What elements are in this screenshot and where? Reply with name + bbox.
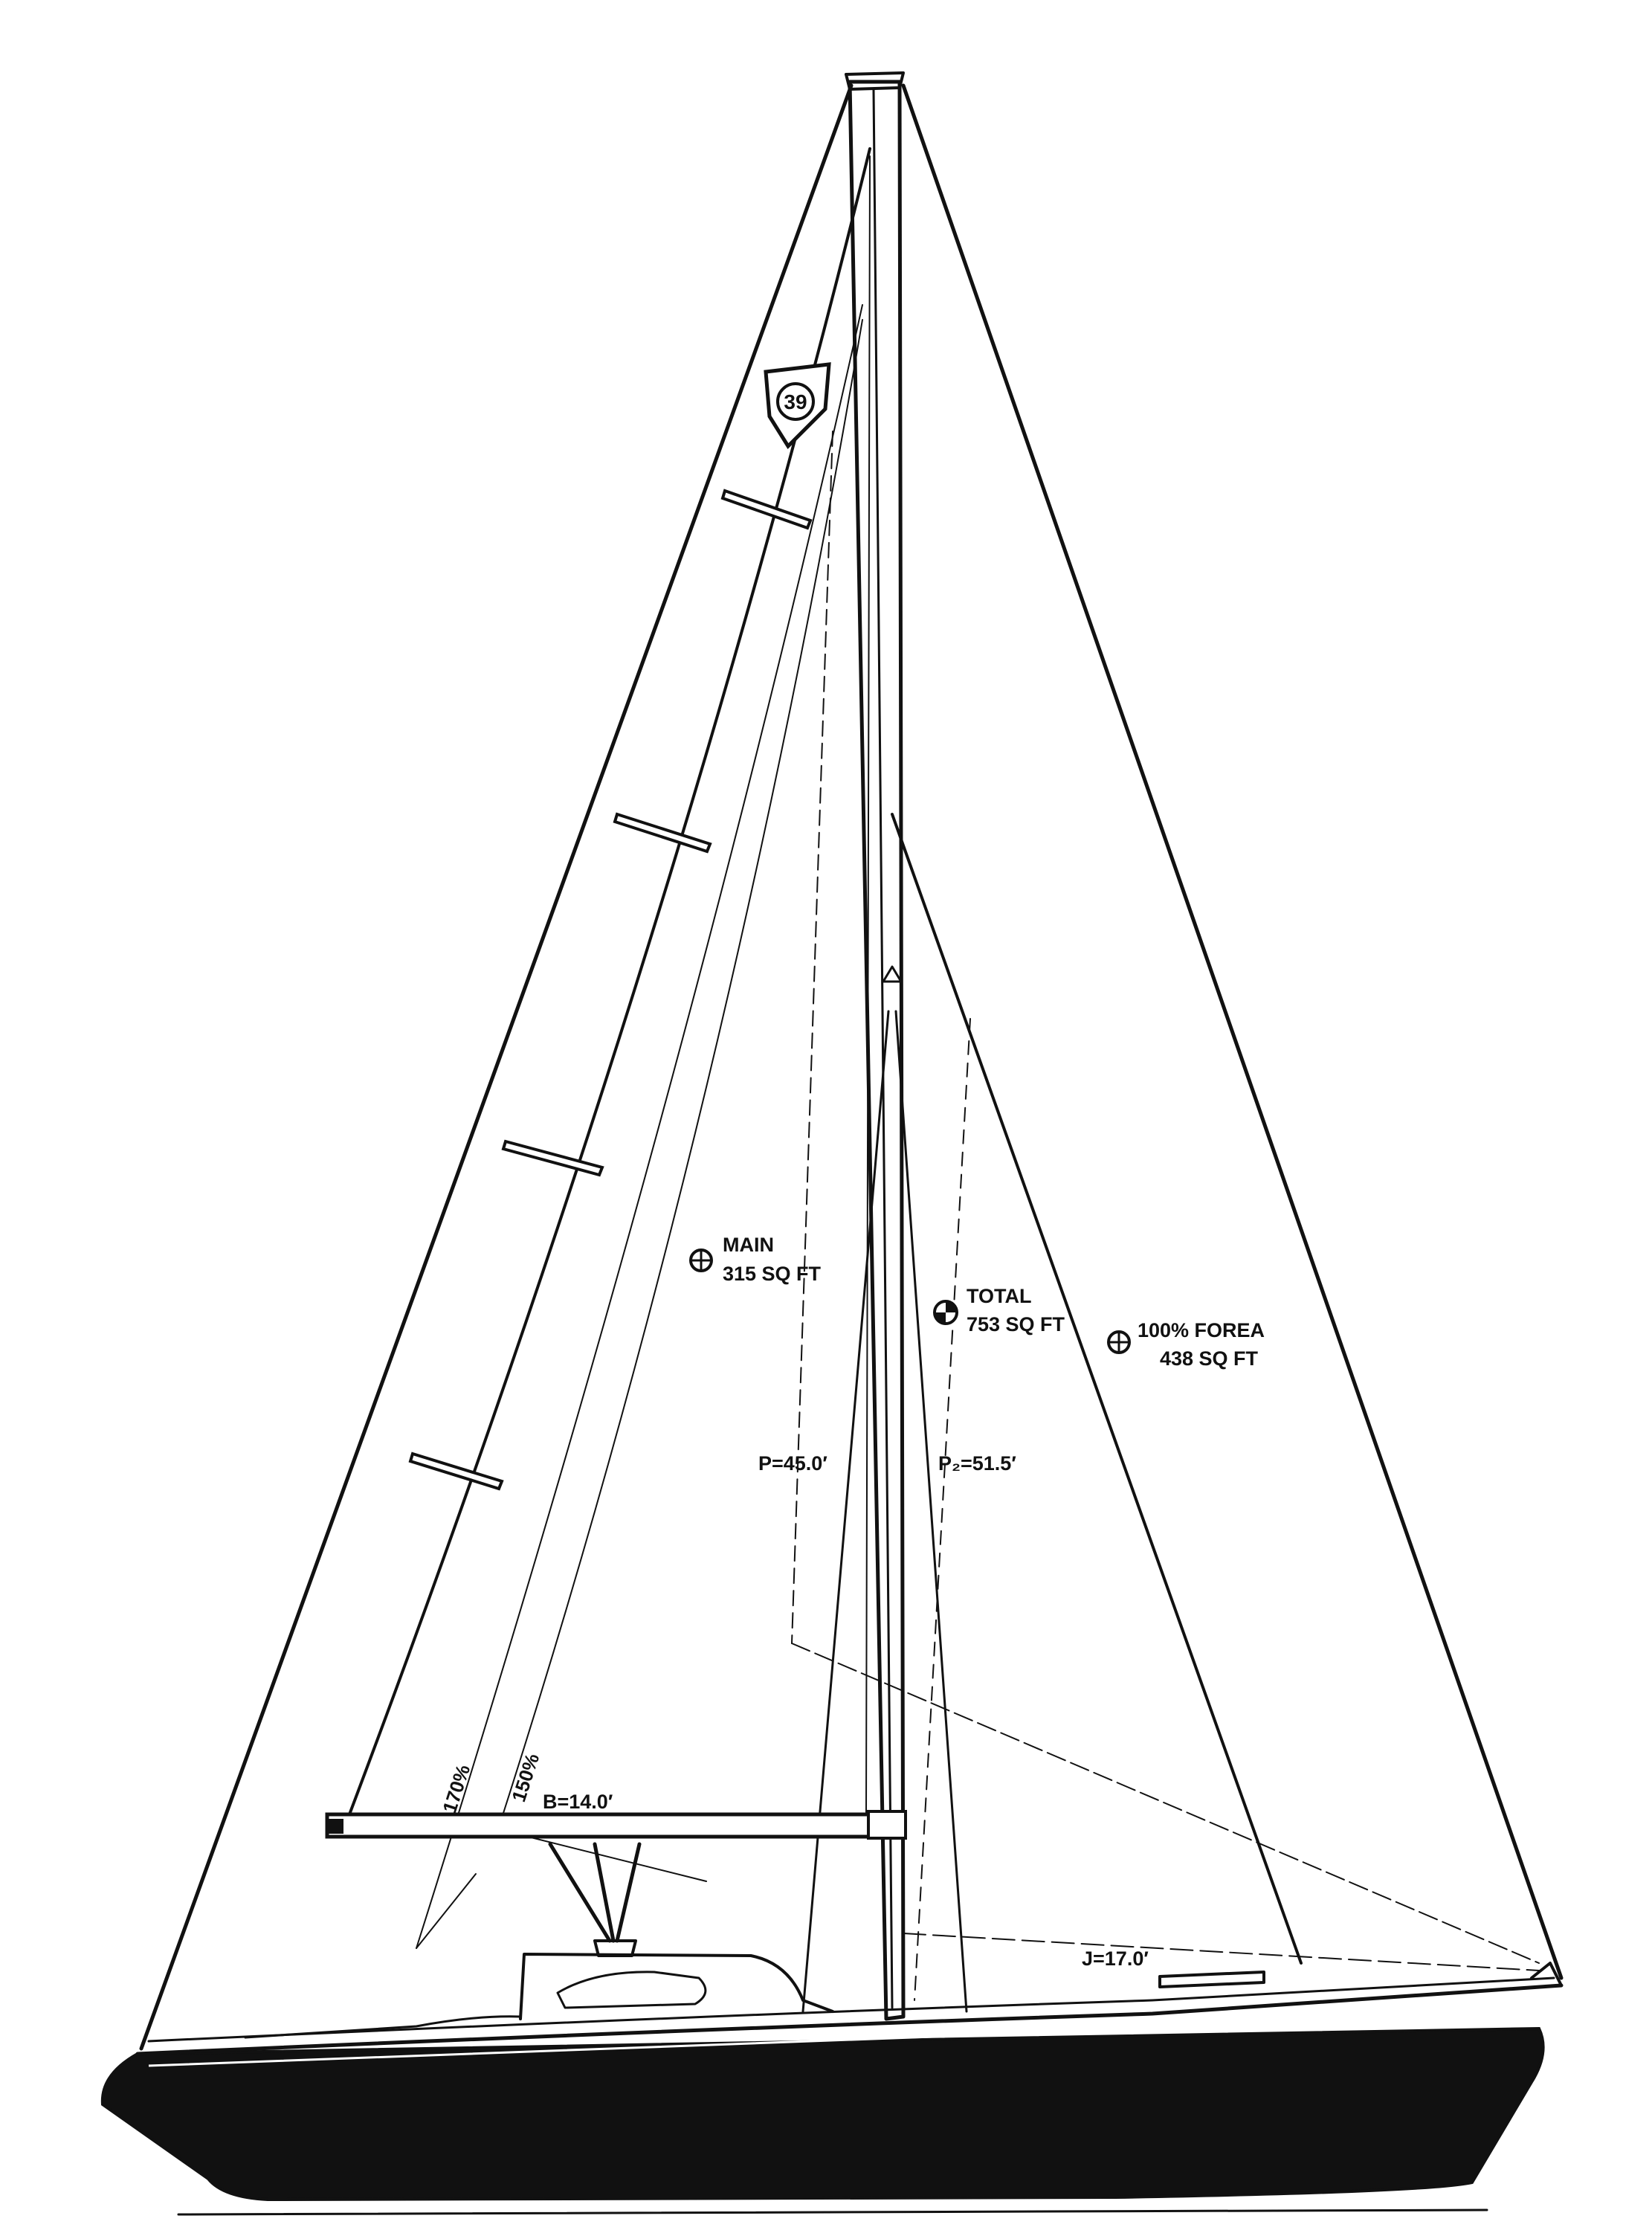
mainsheet-traveler (593, 1939, 637, 1957)
genoa-150-leech (497, 319, 863, 1830)
j-measure-line (903, 1933, 1540, 1971)
jib-sheet-line (791, 1643, 1540, 1964)
main-name: MAIN (723, 1234, 774, 1256)
logo-number: 39 (784, 390, 807, 413)
dashed-leech-hint (914, 1018, 971, 2001)
fore-area-label: 100% FOREA 438 SQ FT (1107, 1319, 1265, 1370)
batten-2 (613, 812, 712, 854)
overlap-150-label: 150% (507, 1750, 543, 1805)
main-luff (865, 155, 871, 1815)
total-name: TOTAL (967, 1285, 1032, 1307)
cabin-trunk (519, 1953, 834, 2020)
boom (325, 1812, 880, 1839)
fore-centroid-icon (1107, 1330, 1131, 1354)
fore-name: 100% FOREA (1138, 1319, 1265, 1341)
main-area: 315 SQ FT (723, 1263, 822, 1285)
hull-rubrail (148, 2006, 1532, 2067)
fore-area: 438 SQ FT (1160, 1347, 1259, 1370)
spreader (882, 965, 903, 983)
total-area-label: TOTAL 753 SQ FT (933, 1285, 1065, 1336)
total-area: 753 SQ FT (967, 1313, 1065, 1336)
lower-shroud (801, 1010, 890, 2013)
class-logo-badge: 39 (764, 362, 831, 449)
hull-body (100, 2026, 1545, 2202)
masthead (845, 71, 905, 91)
boom-end (327, 1819, 343, 1834)
deck-sheer-line (135, 1983, 1564, 2056)
waterline (177, 2208, 1488, 2216)
mast (848, 80, 906, 2021)
dimension-p: P=45.0′ (758, 1452, 827, 1475)
genoa-foot (416, 1829, 707, 1949)
jib-clew-line (791, 431, 833, 1644)
total-centroid-icon (933, 1300, 958, 1325)
batten-3 (501, 1139, 604, 1177)
batten-4 (408, 1452, 504, 1491)
overlap-170-label: 170% (438, 1762, 474, 1816)
dimension-j: J=17.0′ (1082, 1947, 1149, 1970)
centroid-icon (689, 1249, 713, 1272)
backstay (139, 83, 854, 2051)
genoa-170-leech (416, 304, 863, 1949)
cabin-window (556, 1971, 707, 2009)
lower-shroud-aft (894, 1010, 968, 2013)
inner-forestay (891, 813, 1303, 1965)
dimension-p2: P₂=51.5′ (938, 1452, 1016, 1475)
forestay (901, 83, 1564, 1980)
dimension-b: B=14.0′ (543, 1791, 613, 1813)
bow-pulpit (1530, 1962, 1563, 1987)
mainsheet-tackle (548, 1842, 642, 1943)
main-area-label: MAIN 315 SQ FT (689, 1234, 822, 1285)
forward-hatch (1158, 1971, 1265, 1988)
batten-1 (720, 489, 813, 530)
gooseneck (867, 1810, 907, 1840)
cockpit-coaming (244, 2015, 522, 2039)
mast-track (872, 88, 894, 2009)
